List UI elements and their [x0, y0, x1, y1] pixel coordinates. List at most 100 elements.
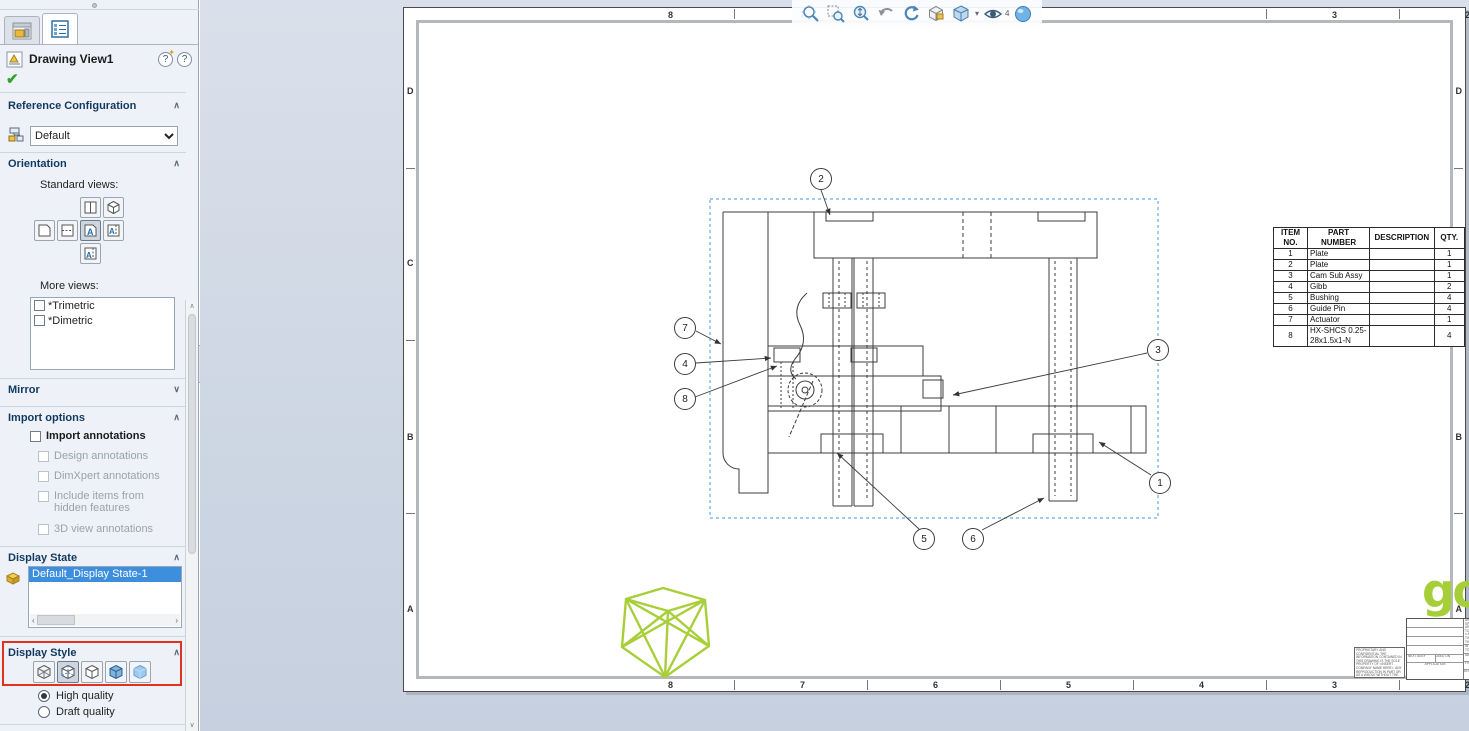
3d-drawing-view-icon[interactable]	[925, 3, 947, 25]
radio-icon[interactable]	[38, 706, 50, 718]
scroll-right-icon[interactable]: ›	[175, 615, 178, 625]
view-button-isometric[interactable]	[103, 197, 124, 218]
collapse-chevron-icon[interactable]: ∧	[173, 100, 180, 110]
drawing-sheet[interactable]: 8 7 6 3 2 1 8 7 6 5 4 3 2 1 D C B A D C …	[403, 7, 1469, 692]
more-views-list[interactable]: *Trimetric *Dimetric	[30, 297, 175, 370]
list-item[interactable]: *Dimetric	[31, 313, 174, 328]
tab-propertymanager[interactable]	[42, 13, 78, 44]
zoom-in-out-icon[interactable]	[850, 3, 872, 25]
checkbox[interactable]	[34, 300, 45, 311]
zone-label: 2	[1465, 10, 1469, 20]
property-manager-title: Drawing View1	[29, 52, 114, 66]
zone-label: B	[1455, 432, 1463, 442]
radio-icon[interactable]	[38, 690, 50, 702]
balloon-7[interactable]: 7	[674, 317, 696, 339]
zone-label: 2	[1465, 680, 1469, 690]
svg-text:A: A	[109, 227, 115, 236]
checkbox-import-annotations[interactable]: Import annotations	[30, 430, 146, 442]
list-item[interactable]: *Trimetric	[31, 298, 174, 313]
scroll-thumb[interactable]	[188, 314, 196, 554]
view-selection-boundary	[709, 198, 1159, 519]
view-orientation-icon[interactable]	[950, 3, 972, 25]
apply-scene-icon[interactable]	[1012, 3, 1034, 25]
checkbox[interactable]	[34, 315, 45, 326]
section-divider	[0, 92, 186, 93]
display-state-hscrollbar[interactable]: ‹ ›	[30, 614, 180, 626]
zoom-to-area-icon[interactable]	[825, 3, 847, 25]
style-button-wireframe[interactable]	[33, 661, 55, 683]
radio-draft-quality[interactable]: Draft quality	[38, 706, 115, 718]
previous-view-icon[interactable]	[875, 3, 897, 25]
ok-checkmark-icon[interactable]: ✔	[6, 71, 19, 88]
collapse-chevron-icon[interactable]: ∧	[173, 552, 180, 562]
tabs-divider	[0, 44, 199, 45]
help-icon[interactable]: ?	[177, 51, 192, 67]
collapse-chevron-icon[interactable]: ∧	[173, 412, 180, 422]
balloon-6[interactable]: 6	[962, 528, 984, 550]
scroll-up-icon[interactable]: ∧	[189, 303, 195, 310]
balloon-8[interactable]: 8	[674, 388, 696, 410]
balloon-2[interactable]: 2	[810, 168, 832, 190]
expand-chevron-icon[interactable]: ∨	[173, 384, 180, 394]
section-display-style[interactable]: Display Style∧	[8, 647, 180, 659]
balloon-5[interactable]: 5	[913, 528, 935, 550]
zone-label: 4	[1199, 680, 1205, 690]
whats-new-help-icon[interactable]: ?	[158, 48, 175, 67]
zone-label: C	[407, 258, 414, 268]
svg-text:A: A	[86, 251, 92, 260]
style-button-shaded-with-edges[interactable]	[105, 661, 127, 683]
scroll-down-icon[interactable]: ∨	[189, 722, 195, 729]
scroll-left-icon[interactable]: ‹	[32, 615, 35, 625]
style-button-hidden-lines-removed[interactable]	[81, 661, 103, 683]
display-state-list[interactable]: Default_Display State-1 ‹ ›	[28, 566, 182, 628]
view-button-bottom[interactable]: A	[80, 243, 101, 264]
property-manager-panel: Drawing View1 ? ? ✔ Reference Configurat…	[0, 0, 199, 731]
configuration-select[interactable]: Default	[30, 126, 178, 146]
balloon-3[interactable]: 3	[1147, 339, 1169, 361]
zoom-to-fit-icon[interactable]	[800, 3, 822, 25]
drawing-view-1[interactable]: 2 7 4 8 3 1 5 6	[661, 161, 1181, 571]
hide-show-badge: 4	[1005, 9, 1010, 18]
tab-featuremanager[interactable]	[4, 16, 40, 44]
section-display-state[interactable]: Display State∧	[8, 552, 180, 564]
view-button-top[interactable]	[80, 197, 101, 218]
balloon-1[interactable]: 1	[1149, 472, 1171, 494]
panel-scrollbar[interactable]: ∧ ∨	[185, 300, 198, 731]
section-divider	[0, 378, 186, 379]
section-mirror[interactable]: Mirror∨	[8, 384, 180, 396]
balloon-4[interactable]: 4	[674, 353, 696, 375]
graphics-area[interactable]: 8 7 6 3 2 1 8 7 6 5 4 3 2 1 D C B A D C …	[200, 0, 1469, 731]
collapse-chevron-icon[interactable]: ∧	[173, 647, 180, 657]
balloon-leaders	[694, 189, 1152, 531]
zone-label: D	[1455, 86, 1463, 96]
section-divider	[0, 636, 186, 637]
radio-high-quality[interactable]: High quality	[38, 690, 113, 702]
zone-label: A	[1455, 604, 1463, 614]
checkbox-dimxpert-annotations: DimXpert annotations	[38, 470, 160, 482]
zone-label: 5	[1066, 680, 1072, 690]
section-reference-configuration[interactable]: Reference Configuration∧	[8, 100, 180, 112]
collapse-chevron-icon[interactable]: ∧	[173, 158, 180, 168]
view-button-front[interactable]: A	[80, 220, 101, 241]
view-button-back[interactable]	[57, 220, 78, 241]
panel-top-splitter[interactable]	[0, 0, 199, 10]
display-state-selected-item[interactable]: Default_Display State-1	[29, 567, 181, 582]
view-button-left[interactable]	[34, 220, 55, 241]
hide-show-items-icon[interactable]	[982, 3, 1004, 25]
view-orientation-dropdown-icon[interactable]: ▾	[975, 9, 980, 18]
style-button-shaded[interactable]	[129, 661, 151, 683]
style-button-hidden-lines-visible[interactable]	[57, 661, 79, 683]
section-import-options[interactable]: Import options∧	[8, 412, 180, 424]
rotate-view-icon[interactable]	[900, 3, 922, 25]
bom-header-row: ITEM NO. PART NUMBER DESCRIPTION QTY.	[1272, 227, 1466, 249]
zone-label: 8	[668, 680, 674, 690]
section-orientation[interactable]: Orientation∧	[8, 158, 180, 170]
scroll-thumb[interactable]	[36, 615, 75, 625]
zone-label: 6	[933, 680, 939, 690]
panel-tabs	[4, 12, 80, 44]
view-button-right[interactable]: A	[103, 220, 124, 241]
